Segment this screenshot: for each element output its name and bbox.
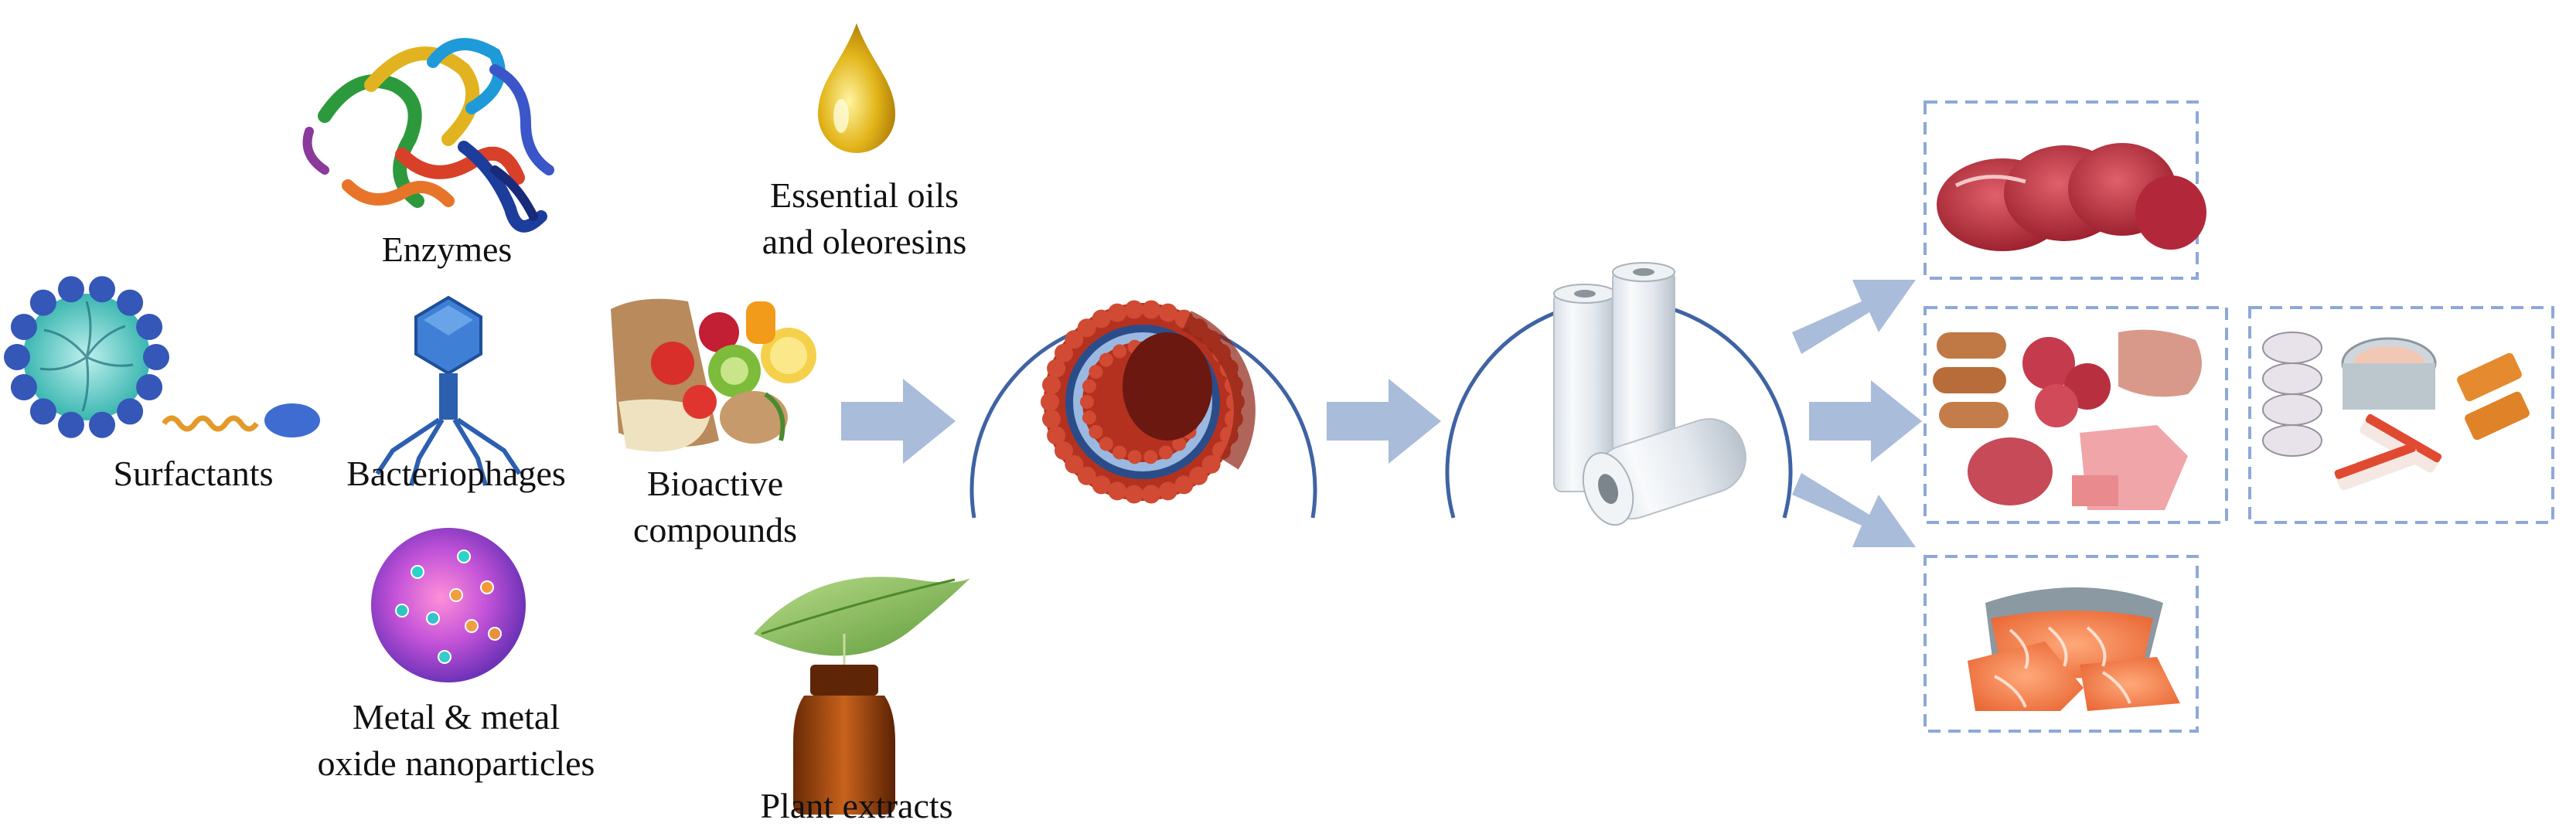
liposome-outer-bead: [1189, 466, 1208, 485]
liposome-inner-bead: [1082, 410, 1096, 425]
liposome-icon: [1041, 300, 1256, 504]
liposome-outer-bead: [1124, 485, 1143, 504]
liposome-inner-bead: [1172, 437, 1187, 451]
nanoparticle-dot: [426, 611, 440, 625]
surfactants-label: Surfactants: [114, 454, 274, 493]
liposome-outer-bead: [1065, 330, 1084, 349]
surfactant-molecule-icon: [162, 403, 320, 437]
nanoparticle-dot: [488, 627, 502, 641]
liposome-outer-bead: [1047, 426, 1066, 445]
micelle-head-bead: [29, 289, 56, 316]
flow-arrow-1: [841, 379, 956, 464]
liposome-outer-bead: [1158, 481, 1177, 501]
leaf-bottle-icon: [754, 577, 970, 815]
liposome-outer-bead: [1124, 300, 1143, 319]
liposome-outer-bead: [1041, 393, 1059, 411]
nanoparticle-dot: [395, 604, 409, 618]
nanoparticle-dot: [411, 565, 424, 579]
liposome-inner-bead: [1143, 450, 1158, 464]
nanoparticle-dot: [438, 650, 451, 664]
liposome-outer-bead: [1042, 410, 1061, 429]
liposome-inner-bead: [1127, 450, 1142, 464]
branch-arrow-down: [1792, 473, 1916, 547]
bioactive-label-line1: Bioactive: [647, 464, 783, 503]
micelle-head-bead: [136, 374, 163, 401]
plant-extracts-label: Plant extracts: [760, 786, 952, 825]
micelle-head-bead: [10, 313, 37, 340]
liposome-outer-bead: [1108, 303, 1127, 322]
liposome-outer-bead: [1108, 481, 1127, 501]
fruit-vegetable-pile-icon: [611, 298, 816, 452]
micelle-head-bead: [89, 411, 116, 438]
protein-structure-icon: [302, 38, 554, 233]
food-box-meat: [1923, 100, 2199, 280]
liposome-inner-bead: [1089, 424, 1103, 439]
flow-arrow-2: [1327, 379, 1441, 464]
liposome-inner-bead: [1158, 445, 1173, 460]
nanoparticles-label-line2: oxide nanoparticles: [318, 743, 595, 783]
micelle-head-bead: [136, 313, 163, 340]
nanoparticle-dot: [457, 549, 471, 563]
liposome-outer-bead: [1054, 343, 1073, 362]
micelle-head-bead: [57, 276, 84, 303]
micelle-icon: [4, 276, 169, 438]
nanoparticle-dot: [465, 619, 479, 633]
liposome-outer-bead: [1158, 303, 1177, 322]
liposome-outer-bead: [1201, 454, 1221, 474]
salmon-fillet-icon: [1968, 587, 2180, 711]
liposome-inner-bead: [1113, 344, 1127, 359]
branch-arrows: [1792, 280, 1922, 547]
liposome-outer-bead: [1092, 475, 1111, 495]
bacteriophage-icon: [375, 295, 522, 486]
liposome-outer-bead: [1092, 309, 1111, 328]
liposome-outer-bead: [1047, 359, 1066, 378]
nanoparticle-dot: [480, 580, 494, 594]
bioactive-label-line2: compounds: [633, 510, 797, 549]
liposome-inner-bead: [1099, 437, 1113, 451]
micelle-head-bead: [117, 289, 144, 316]
liposome-outer-bead: [1142, 300, 1161, 319]
processed-meat-icon: [1933, 329, 2202, 510]
liposome-inner-bead: [1099, 352, 1113, 367]
liposome-inner-bead: [1113, 445, 1127, 460]
liposome-outer-bead: [1077, 466, 1096, 485]
liposome-outer-bead: [1065, 454, 1084, 474]
micelle-head-bead: [29, 398, 56, 425]
liposome-inner-bead: [1082, 379, 1096, 393]
branch-arrow-up: [1792, 280, 1916, 354]
food-box-seafood-products: [2248, 306, 2554, 524]
oil-drop-icon: [818, 23, 895, 153]
liposome-inner-bead: [1080, 395, 1094, 409]
seafood-products-icon: [2262, 332, 2530, 491]
micelle-head-bead: [143, 344, 169, 370]
liposome-outer-bead: [1054, 441, 1073, 461]
enzymes-label: Enzymes: [382, 230, 513, 269]
branch-arrow-middle: [1809, 380, 1922, 462]
meat-cuts-icon: [1937, 143, 2206, 251]
micelle-head-bead: [10, 374, 37, 401]
nanoparticle-dot: [449, 588, 463, 602]
food-box-fish: [1923, 555, 2199, 733]
liposome-outer-bead: [1042, 375, 1061, 394]
plastic-film-rolls-icon: [1553, 262, 1746, 526]
liposome-outer-bead: [1077, 318, 1096, 338]
micelle-head-bead: [4, 344, 30, 370]
essential-oils-label-line2: and oleoresins: [762, 222, 966, 261]
bacteriophages-label: Bacteriophages: [346, 454, 566, 493]
liposome-outer-bead: [1142, 485, 1161, 504]
micelle-head-bead: [117, 398, 144, 425]
nanoparticles-label-line1: Metal & metal: [353, 697, 560, 737]
micelle-head-bead: [57, 411, 84, 438]
liposome-inner-bead: [1089, 365, 1103, 379]
micelle-head-bead: [89, 276, 116, 303]
food-box-processed-meat: [1923, 306, 2228, 524]
nanoparticle-sphere-icon: [371, 528, 526, 682]
essential-oils-label-line1: Essential oils: [770, 175, 959, 215]
liposome-outer-bead: [1174, 475, 1194, 495]
